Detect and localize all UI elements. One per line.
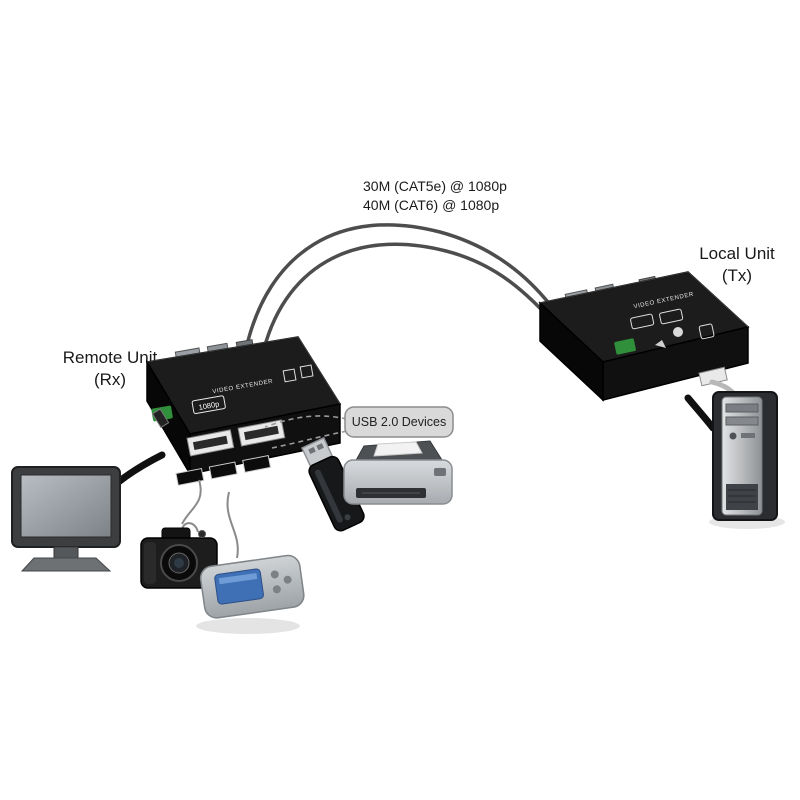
status-icon <box>630 313 655 330</box>
local-unit-tx: (Tx) <box>722 266 752 285</box>
scanner-screen-line <box>218 573 258 585</box>
edge-highlight <box>539 271 749 328</box>
cable-label-cat5e: 30M (CAT5e) @ 1080p <box>363 178 507 194</box>
scanner-cable <box>226 491 239 559</box>
usb-icon <box>282 368 297 383</box>
local-unit-label: Local Unit (Tx) <box>699 244 775 285</box>
camera <box>140 522 218 589</box>
brand-logo <box>614 338 636 355</box>
callout-dash-bottom <box>271 430 348 449</box>
remote-unit-label: Remote Unit (Rx) <box>63 348 158 389</box>
local-left-face <box>539 301 604 402</box>
remote-unit: VIDEO EXTENDER 1080p <box>102 336 342 496</box>
drive-bay <box>725 403 759 413</box>
callout-box <box>344 406 454 438</box>
usb-icon <box>299 364 314 379</box>
port-a <box>175 467 205 486</box>
side-port <box>151 408 170 429</box>
cat5e-cable <box>244 223 557 351</box>
status-icon <box>659 308 684 325</box>
usb-connector-hole <box>308 446 316 455</box>
remote-unit-rx: (Rx) <box>94 370 126 389</box>
scanner-button <box>270 570 279 579</box>
select-button <box>673 327 683 337</box>
scanner-shadow <box>196 618 300 634</box>
camera-grip <box>144 542 156 584</box>
remote-front-usb-ports <box>186 419 286 457</box>
cat6-cable <box>260 242 562 359</box>
remote-unit-name: Remote Unit <box>63 348 158 367</box>
cable-label-cat6: 40M (CAT6) @ 1080p <box>363 197 499 213</box>
callout-dash-top <box>264 415 348 428</box>
camera-shutter <box>198 530 206 538</box>
port-c <box>242 454 272 473</box>
usb-connector-hole <box>316 443 324 451</box>
drive-bay <box>725 416 759 426</box>
link-cables <box>244 223 562 359</box>
usb-icon <box>698 323 715 340</box>
monitor-neck <box>53 546 79 559</box>
scanner <box>196 491 305 634</box>
usb-devices-callout: USB 2.0 Devices <box>264 406 454 449</box>
pc-tower <box>709 391 785 529</box>
local-unit: VIDEO EXTENDER <box>538 271 750 437</box>
camera-usb-cable <box>181 479 202 525</box>
printer <box>343 440 453 505</box>
arrow-mark <box>655 340 666 348</box>
local-unit-name: Local Unit <box>699 244 775 263</box>
power-button <box>729 432 737 440</box>
usb-stick <box>301 436 365 532</box>
monitor-base <box>20 557 112 572</box>
callout-text: USB 2.0 Devices <box>352 415 446 429</box>
usb-stick-loop <box>344 514 351 521</box>
printer-button <box>434 468 446 476</box>
badge-1080p-frame <box>191 395 226 415</box>
monitor-screen <box>20 474 112 538</box>
power-cord <box>684 394 717 432</box>
usb-port-2-slot <box>243 425 279 441</box>
printer-paper <box>373 441 423 457</box>
camera-lens-glass <box>174 558 184 568</box>
badge-1080p: 1080p <box>191 395 226 415</box>
scanner-button <box>283 575 292 584</box>
usb-port-1-slot <box>192 435 228 451</box>
badge-1080p-text: 1080p <box>198 399 220 411</box>
port-b <box>208 461 238 480</box>
vent-grill <box>726 484 758 510</box>
usb-stick-highlight <box>314 469 343 523</box>
scanner-button <box>272 585 281 594</box>
remote-lower-ports <box>175 454 272 486</box>
edge-highlight <box>146 336 341 405</box>
led-strip <box>741 433 755 438</box>
monitor <box>11 466 121 572</box>
